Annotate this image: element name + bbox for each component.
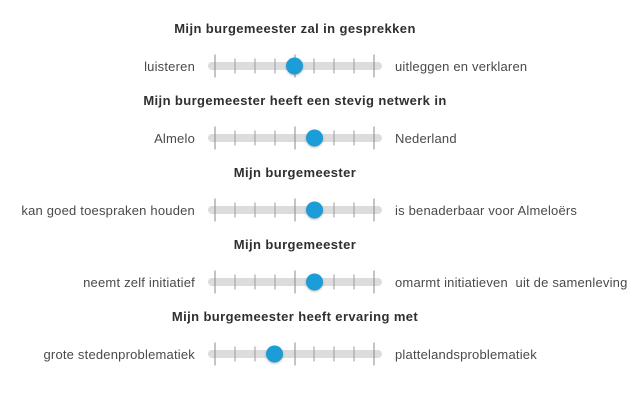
- tick-mark: [234, 274, 236, 290]
- slider-track[interactable]: [208, 270, 382, 294]
- tick-mark: [214, 54, 216, 78]
- slider-track[interactable]: [208, 54, 382, 78]
- slider-row: luisteren uitleggen en verklaren: [0, 52, 640, 80]
- tick-mark: [274, 58, 276, 74]
- tick-mark: [214, 198, 216, 222]
- tick-mark: [274, 274, 276, 290]
- tick-mark: [313, 58, 315, 74]
- slider-handle[interactable]: [266, 345, 284, 363]
- slider-row: kan goed toespraken houden is benaderbaa…: [0, 196, 640, 224]
- slider-question-title: Mijn burgemeester: [233, 237, 357, 252]
- slider-track[interactable]: [208, 342, 382, 366]
- slider-left-label: neemt zelf initiatief: [83, 274, 195, 290]
- tick-mark: [333, 274, 335, 290]
- slider-group: Mijn burgemeester neemt zelf initiatief …: [0, 233, 640, 305]
- tick-mark: [214, 342, 216, 366]
- tick-mark: [294, 270, 295, 294]
- tick-mark: [274, 130, 276, 146]
- slider-handle[interactable]: [286, 57, 303, 75]
- tick-mark: [353, 346, 355, 362]
- tick-mark: [313, 346, 315, 362]
- slider-widget: [195, 198, 395, 222]
- slider-question-title: Mijn burgemeester heeft een stevig netwe…: [143, 93, 447, 108]
- slider-left-label: kan goed toespraken houden: [21, 202, 195, 218]
- slider-group: Mijn burgemeester zal in gesprekken luis…: [0, 17, 640, 89]
- tick-mark: [353, 202, 355, 218]
- tick-mark: [254, 346, 256, 362]
- slider-widget: [195, 54, 395, 78]
- slider-widget: [195, 126, 395, 150]
- slider-left-label: Almelo: [154, 130, 195, 146]
- slider-right-label: uitleggen en verklaren: [395, 58, 528, 74]
- slider-handle[interactable]: [305, 129, 323, 147]
- slider-group: Mijn burgemeester heeft een stevig netwe…: [0, 89, 640, 161]
- tick-mark: [373, 198, 375, 222]
- tick-mark: [333, 58, 335, 74]
- tick-mark: [254, 274, 256, 290]
- slider-left-label: grote stedenproblematiek: [43, 346, 195, 362]
- tick-mark: [254, 130, 256, 146]
- slider-question-title: Mijn burgemeester heeft ervaring met: [171, 309, 419, 324]
- slider-handle[interactable]: [305, 273, 323, 291]
- tick-mark: [234, 58, 236, 74]
- tick-mark: [254, 202, 256, 218]
- tick-mark: [274, 202, 276, 218]
- slider-right-label: plattelandsproblematiek: [395, 346, 537, 362]
- slider-right-label: Nederland: [395, 130, 457, 146]
- slider-row: grote stedenproblematiek plattelandsprob…: [0, 340, 640, 368]
- tick-mark: [214, 126, 216, 150]
- slider-track[interactable]: [208, 198, 382, 222]
- tick-mark: [214, 270, 216, 294]
- tick-mark: [353, 58, 355, 74]
- slider-widget: [195, 342, 395, 366]
- slider-row: Almelo Nederland: [0, 124, 640, 152]
- tick-mark: [373, 342, 375, 366]
- tick-mark: [234, 202, 236, 218]
- tick-mark: [294, 198, 295, 222]
- slider-right-label: omarmt initiatieven uit de samenleving: [395, 274, 628, 290]
- tick-mark: [353, 274, 355, 290]
- slider-left-label: luisteren: [144, 58, 195, 74]
- slider-group: Mijn burgemeester heeft ervaring met gro…: [0, 305, 640, 377]
- slider-group: Mijn burgemeester kan goed toespraken ho…: [0, 161, 640, 233]
- tick-mark: [234, 130, 236, 146]
- slider-row: neemt zelf initiatief omarmt initiatieve…: [0, 268, 640, 296]
- tick-mark: [333, 130, 335, 146]
- tick-mark: [333, 346, 335, 362]
- slider-handle[interactable]: [305, 201, 323, 219]
- tick-mark: [294, 342, 295, 366]
- tick-mark: [353, 130, 355, 146]
- tick-mark: [373, 126, 375, 150]
- tick-mark: [373, 54, 375, 78]
- tick-mark: [373, 270, 375, 294]
- slider-right-label: is benaderbaar voor Almeloërs: [395, 202, 578, 218]
- slider-widget: [195, 270, 395, 294]
- tick-mark: [254, 58, 256, 74]
- slider-question-title: Mijn burgemeester: [233, 165, 357, 180]
- slider-track[interactable]: [208, 126, 382, 150]
- tick-mark: [333, 202, 335, 218]
- tick-mark: [234, 346, 236, 362]
- slider-question-title: Mijn burgemeester zal in gesprekken: [174, 21, 416, 36]
- tick-mark: [294, 126, 295, 150]
